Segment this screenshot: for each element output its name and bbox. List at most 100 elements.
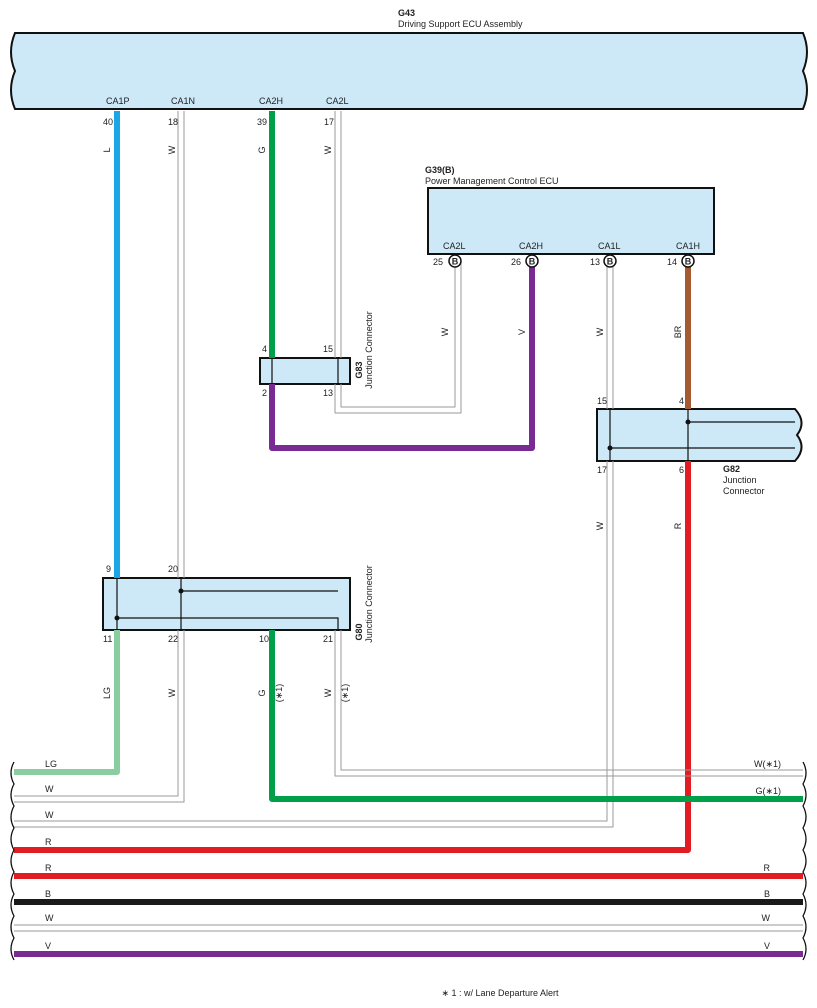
g82-connector-id: G82 (723, 464, 740, 474)
g39-badge-13: B (607, 257, 614, 267)
wire-label-w-g39-ca1l: W (595, 327, 605, 336)
g39-pin-badges: B B B B (448, 254, 695, 268)
wire-label-w-g39-ca2l: W (440, 327, 450, 336)
wire-note-g80-10: (∗1) (274, 684, 284, 703)
g39-pin-number-26: 26 (511, 257, 521, 267)
wire-w-g82-17 (14, 461, 608, 822)
bundle-right-g-note: G(∗1) (755, 786, 781, 796)
bundle-right-v: V (764, 941, 770, 951)
bundle-right-w: W (762, 913, 771, 923)
g39-badge-26: B (529, 257, 536, 267)
g43-pin-label-ca1n: CA1N (171, 96, 195, 106)
g43-pin-number-17: 17 (324, 117, 334, 127)
junction-bus-lines (116, 358, 795, 630)
g43-connector-name: Driving Support ECU Assembly (398, 19, 523, 29)
bundle-left-r-2: R (45, 863, 52, 873)
wire-label-br-g39-ca1h: BR (673, 325, 683, 338)
wire-g-g80-10 (269, 630, 803, 802)
wire-w-g39-ca2l-b (340, 262, 456, 408)
g39-badge-14: B (685, 257, 692, 267)
g83-pin-13: 13 (323, 388, 333, 398)
g82-pin-4: 4 (679, 396, 684, 406)
g43-pin-label-ca2h: CA2H (259, 96, 283, 106)
g39-pin-label-ca1l: CA1L (598, 241, 621, 251)
wire-label-r-g82-6: R (673, 522, 683, 529)
wire-label-lg: LG (102, 687, 112, 699)
wire-label-w-g82-17: W (595, 521, 605, 530)
footnote-text: ∗ 1 : w/ Lane Departure Alert (441, 988, 559, 998)
junction-dots (114, 419, 691, 621)
g80-pin-21: 21 (323, 634, 333, 644)
g83-pin-4: 4 (262, 344, 267, 354)
wire-w-g80-21 (334, 630, 803, 777)
wire-label-g-g80-10: G (257, 689, 267, 696)
g82-pin-6: 6 (679, 465, 684, 475)
g83-pin-15: 15 (323, 344, 333, 354)
g39-connector-name: Power Management Control ECU (425, 176, 559, 186)
g83-junction-box (259, 357, 351, 385)
bundle-right-w-note: W(∗1) (754, 759, 781, 769)
g39-pin-label-ca2h: CA2H (519, 241, 543, 251)
g43-ecu-box (10, 32, 808, 110)
bundle-right-r: R (764, 863, 771, 873)
wires (14, 111, 803, 957)
bundle-break-marks (10, 761, 807, 961)
bundle-labels-right: W(∗1) G(∗1) R B W V (754, 759, 781, 951)
g80-pin-10: 10 (259, 634, 269, 644)
wire-color-labels: L W G W W V W BR W R LG W G (∗1) W (∗1) (102, 145, 683, 702)
wire-w-g80-21-b (340, 630, 803, 771)
g43-connector-id: G43 (398, 8, 415, 18)
bundle-left-w-3: W (45, 913, 54, 923)
g43-pin-number-40: 40 (103, 117, 113, 127)
g39-badge-25: B (452, 257, 459, 267)
wire-label-v-g39-ca2h: V (517, 329, 527, 335)
bundle-labels-left: LG W W R R B W V (45, 759, 57, 951)
wire-note-g80-21: (∗1) (340, 684, 350, 703)
g39-pin-label-ca2l: CA2L (443, 241, 466, 251)
bundle-left-w-2: W (45, 810, 54, 820)
g83-connector-name: Junction Connector (364, 311, 374, 389)
wire-v-ca2h (269, 262, 535, 451)
wire-label-w-g80-21: W (323, 688, 333, 697)
wire-label-w-ca2l: W (323, 145, 333, 154)
g39-pin-number-25: 25 (433, 257, 443, 267)
g39-pin-label-ca1h: CA1H (676, 241, 700, 251)
g80-junction-box (102, 577, 351, 631)
bundle-left-lg: LG (45, 759, 57, 769)
g43-pin-number-18: 18 (168, 117, 178, 127)
wire-w-g82-17-b (14, 461, 614, 828)
g43-pin-label-ca1p: CA1P (106, 96, 130, 106)
g82-pin-15: 15 (597, 396, 607, 406)
bundle-left-r-1: R (45, 837, 52, 847)
g39-pin-number-14: 14 (667, 257, 677, 267)
wire-lg (14, 630, 120, 775)
wire-w-g80-22 (14, 630, 179, 797)
g82-connector-name-line1: Junction (723, 475, 757, 485)
g83-pin-2: 2 (262, 388, 267, 398)
g43-pin-number-39: 39 (257, 117, 267, 127)
wire-r-g82-6 (14, 461, 691, 853)
g82-pin-17: 17 (597, 465, 607, 475)
wire-w-g80-22-b (14, 630, 185, 803)
g39-ecu-box (427, 187, 715, 255)
bundle-left-b: B (45, 889, 51, 899)
wire-label-w-ca1n: W (167, 145, 177, 154)
bundle-left-w-1: W (45, 784, 54, 794)
g80-pin-11: 11 (103, 634, 112, 644)
g43-pin-label-ca2l: CA2L (326, 96, 349, 106)
g80-pin-9: 9 (106, 564, 111, 574)
g80-connector-name: Junction Connector (364, 565, 374, 643)
wire-label-g-ca2h: G (257, 146, 267, 153)
g80-pin-20: 20 (168, 564, 178, 574)
wire-label-w-g80-22: W (167, 688, 177, 697)
g82-junction-box (596, 408, 803, 462)
g83-connector-id: G83 (354, 361, 364, 378)
g39-connector-id: G39(B) (425, 165, 455, 175)
wire-label-l: L (102, 147, 112, 152)
g82-connector-name-line2: Connector (723, 486, 765, 496)
g80-connector-id: G80 (354, 623, 364, 640)
bundle-left-v: V (45, 941, 51, 951)
bundle-right-b: B (764, 889, 770, 899)
wire-w-g39-ca2l (334, 262, 462, 414)
